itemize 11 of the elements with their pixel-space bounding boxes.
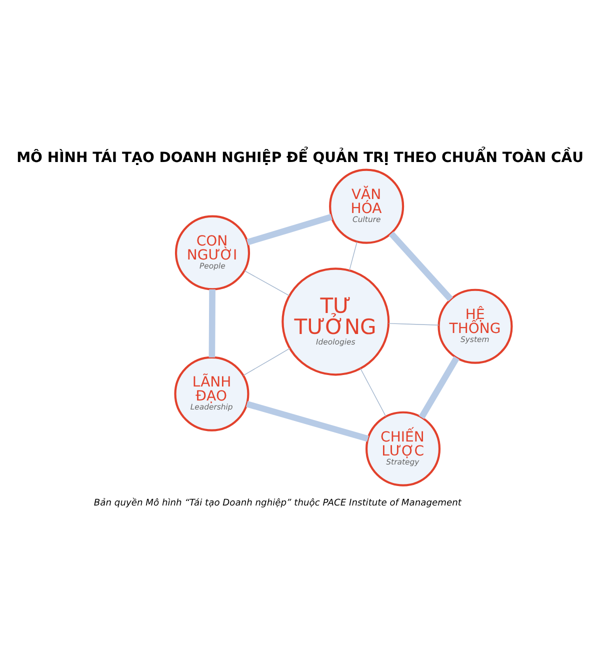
- connector: [244, 270, 290, 296]
- caption: Bản quyền Mô hình “Tái tạo Doanh nghiệp” thuộc PACE Institute of Management: [94, 498, 462, 508]
- connector: [246, 400, 369, 442]
- connector: [243, 348, 290, 376]
- connector: [388, 323, 440, 326]
- connector: [349, 242, 358, 271]
- connector: [388, 231, 453, 302]
- connector: [418, 356, 460, 420]
- connector: [360, 368, 386, 417]
- connector: [246, 214, 332, 246]
- connector: [208, 289, 216, 358]
